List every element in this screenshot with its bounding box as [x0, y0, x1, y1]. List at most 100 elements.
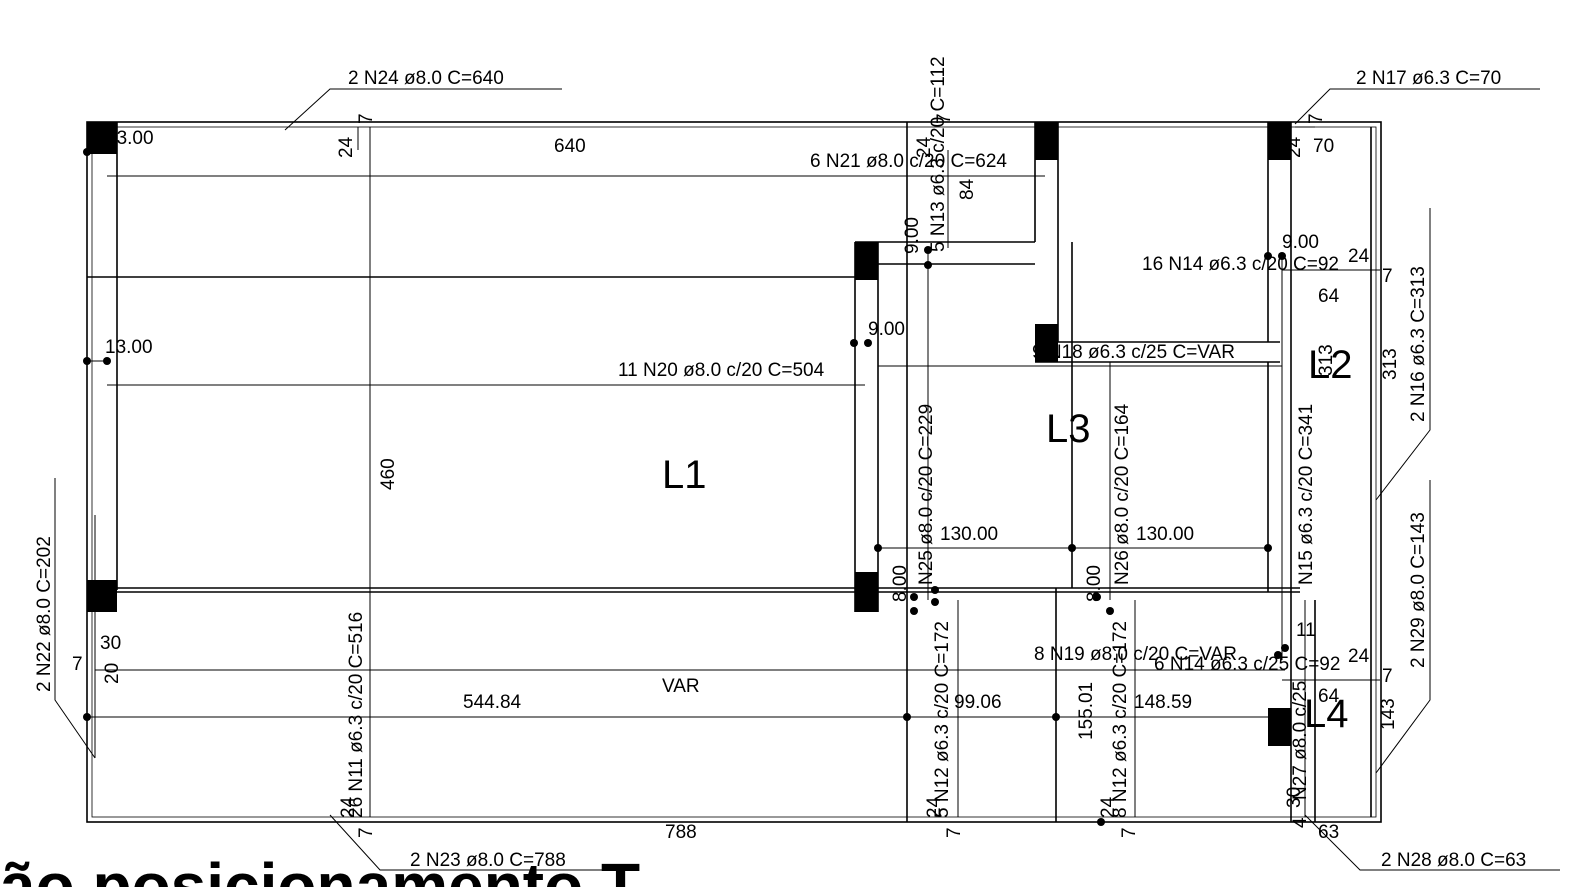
- pillar-1035-mid: [1035, 324, 1058, 362]
- dim-24-right-top: 24: [1348, 246, 1370, 267]
- dot: [850, 339, 858, 347]
- dim-var: VAR: [662, 676, 700, 697]
- leader-n24: [284, 88, 562, 131]
- inner-boundary: [91, 126, 1377, 818]
- pillar-tl: [87, 122, 117, 154]
- dot: [1274, 651, 1282, 659]
- leader-n28: [1304, 814, 1560, 871]
- leader-lines: [54, 88, 1560, 871]
- dot: [1106, 607, 1114, 615]
- dim-8a: 8.00: [890, 565, 911, 602]
- callout-n12a: 5 N12 ø6.3 c/20 C=172: [932, 621, 953, 818]
- dot: [931, 586, 939, 594]
- callout-n16: 2 N16 ø6.3 C=313: [1408, 266, 1429, 422]
- callout-n15: N15 ø6.3 c/20 C=341: [1296, 404, 1317, 585]
- callout-n18: 9 N18 ø6.3 c/25 C=VAR: [1032, 342, 1235, 363]
- rebar-callouts: 2 N24 ø8.0 C=640 2 N17 ø6.3 C=70 6 N21 ø…: [34, 56, 1526, 871]
- dim-63: 63: [1318, 822, 1339, 843]
- leader-n23: [329, 814, 620, 871]
- pillar-right-top: [1268, 122, 1291, 160]
- dim-4-n27: 4: [1290, 817, 1311, 828]
- dim-7-right-top: 7: [1382, 266, 1393, 287]
- dot: [910, 607, 918, 615]
- dim-7-right-bottom: 7: [1382, 666, 1393, 687]
- dim-3: 13.00: [106, 128, 154, 149]
- slab-label-l3: L3: [1046, 407, 1091, 451]
- dim-20: 20: [102, 663, 123, 684]
- dim-7-n13: 7: [934, 113, 955, 124]
- columns: [87, 122, 1291, 746]
- outer-boundary: [86, 121, 1382, 823]
- callout-n22: 2 N22 ø8.0 C=202: [34, 536, 55, 692]
- dot: [83, 357, 91, 365]
- callout-n19: 8 N19 ø8.0 c/20 C=VAR: [1034, 644, 1237, 665]
- dim-30-n27: 30: [1284, 787, 1305, 808]
- dim-13: 13.00: [105, 337, 153, 358]
- dim-313b: 313: [1380, 348, 1401, 380]
- slab-outlines: [86, 121, 1382, 823]
- dim-640: 640: [554, 136, 586, 157]
- callout-n17: 2 N17 ø6.3 C=70: [1356, 68, 1501, 89]
- dim-70: 70: [1313, 136, 1334, 157]
- dim-7-left: 7: [72, 654, 83, 675]
- callout-n12b: 8 N12 ø6.3 c/20 C=172: [1110, 621, 1131, 818]
- dim-9b: 9.00: [868, 319, 905, 340]
- dot: [931, 598, 939, 606]
- dot: [1281, 644, 1289, 652]
- dot: [1068, 544, 1076, 552]
- pillar-center-top: [855, 242, 878, 280]
- dim-155: 155.01: [1076, 682, 1097, 740]
- dim-130b: 130.00: [1136, 524, 1194, 545]
- dot: [903, 713, 911, 721]
- leader-n17: [1294, 88, 1540, 125]
- slab-label-l1: L1: [662, 453, 707, 497]
- slab-labels: L1 L2 L3 L4: [662, 343, 1353, 736]
- callout-n29: 2 N29 ø8.0 C=143: [1408, 512, 1429, 668]
- slab-label-l2: L2: [1308, 343, 1353, 387]
- dim-24-n11: 24: [338, 796, 359, 818]
- callout-n11: 26 N11 ø6.3 c/20 C=516: [346, 612, 367, 818]
- dim-24-n12a: 24: [924, 796, 945, 818]
- dot: [1052, 713, 1060, 721]
- leader-n29: [1375, 480, 1431, 774]
- callout-n13: 5 N13 ø6.3 c/20 C=112: [928, 56, 949, 252]
- dim-24-n12b: 24: [1098, 796, 1119, 818]
- leader-n22: [54, 478, 96, 759]
- callout-n14-top: 16 N14 ø6.3 c/20 C=92: [1142, 254, 1339, 275]
- dim-544: 544.84: [463, 692, 522, 713]
- dot: [1097, 818, 1105, 826]
- dot: [864, 339, 872, 347]
- dot: [1093, 593, 1101, 601]
- dot: [103, 357, 111, 365]
- dim-7-n12b: 7: [1119, 827, 1140, 838]
- rebar-lines: [87, 126, 1380, 817]
- pillar-left-mid: [87, 580, 117, 612]
- dot: [83, 148, 91, 156]
- callout-n14-bottom: 6 N14 ø6.3 c/25 C=92: [1154, 654, 1340, 675]
- callout-n24: 2 N24 ø8.0 C=640: [348, 68, 504, 89]
- pillar-center-bottom: [855, 572, 878, 612]
- dimension-dots: [83, 148, 1289, 826]
- dimension-labels: 13.00 640 70 13.00 9.00 9.00 64 24 7 130…: [72, 113, 1401, 843]
- dim-24-n17: 24: [1284, 136, 1305, 158]
- callout-n25: N25 ø8.0 c/20 C=229: [916, 404, 937, 585]
- dim-24-n13: 24: [914, 136, 935, 158]
- dim-148: 148.59: [1134, 692, 1192, 713]
- callout-n21: 6 N21 ø8.0 c/20 C=624: [810, 151, 1007, 172]
- dot: [910, 593, 918, 601]
- dim-64: 64: [1318, 286, 1340, 307]
- dim-84: 84: [957, 178, 978, 200]
- dot: [924, 246, 932, 254]
- leader-n16: [1375, 208, 1431, 501]
- callout-n28: 2 N28 ø8.0 C=63: [1381, 850, 1526, 871]
- dim-7-n11: 7: [356, 827, 377, 838]
- pillar-1035-top: [1035, 122, 1058, 160]
- callout-n20: 11 N20 ø8.0 c/20 C=504: [618, 360, 825, 381]
- dot: [83, 713, 91, 721]
- slab-label-l4: L4: [1304, 692, 1349, 736]
- dim-7-top: 7: [356, 113, 377, 124]
- dim-313a: 313: [1316, 344, 1337, 376]
- dim-30: 30: [100, 633, 121, 654]
- dim-130a: 130.00: [940, 524, 998, 545]
